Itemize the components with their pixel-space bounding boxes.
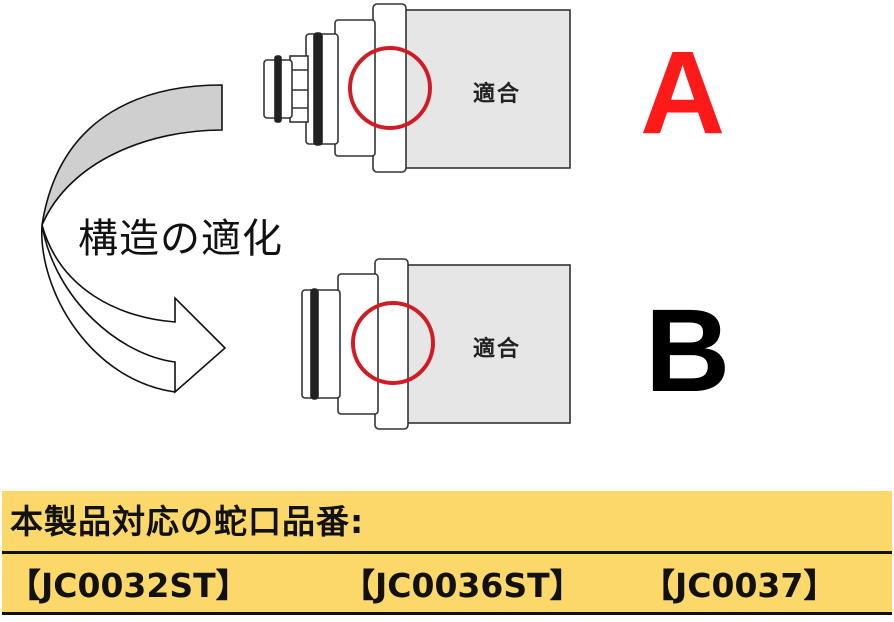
- faucet-b-fit-label: 適合: [473, 337, 522, 362]
- panel-divider: [2, 551, 892, 554]
- model-item: 【JC0037】: [642, 566, 837, 605]
- faucet-b-highlight-ring: [351, 301, 435, 385]
- faucet-a-highlight-ring: [348, 46, 432, 130]
- compatible-models-panel: 本製品対応の蛇口品番: 【JC0032ST】 【JC0036ST】 【JC003…: [2, 491, 892, 615]
- panel-title: 本製品対応の蛇口品番:: [10, 502, 365, 541]
- variant-b-letter: B: [645, 285, 731, 417]
- faucet-a-fit-label: 適合: [473, 82, 522, 107]
- model-item: 【JC0036ST】: [342, 566, 583, 605]
- model-item: 【JC0032ST】: [8, 566, 249, 605]
- curved-arrow-icon: [41, 84, 227, 394]
- panel-bottom-border: [2, 612, 892, 615]
- arrow-caption: 構造の適化: [78, 216, 283, 262]
- faucet-a-illustration: [263, 3, 571, 173]
- faucet-b-illustration: [301, 258, 571, 430]
- variant-a-letter: A: [640, 27, 726, 159]
